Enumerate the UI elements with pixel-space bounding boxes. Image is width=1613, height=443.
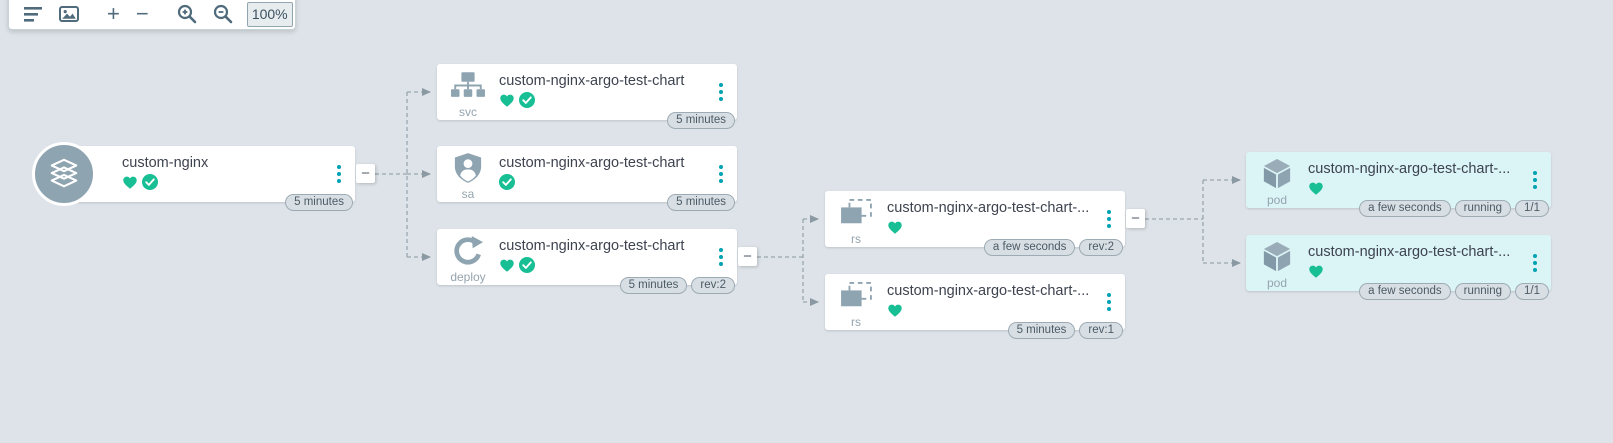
age-badge: 5 minutes <box>667 112 735 129</box>
node-menu-button[interactable] <box>715 244 727 270</box>
magnifier-plus-icon <box>177 4 197 24</box>
service-icon <box>451 72 485 104</box>
collapse-button[interactable]: − <box>1126 209 1145 228</box>
node-pod-2[interactable]: pod custom-nginx-argo-test-chart-... a f… <box>1246 235 1551 300</box>
node-menu-button[interactable] <box>1529 167 1541 193</box>
age-badge: 5 minutes <box>619 277 688 294</box>
image-icon <box>59 6 79 22</box>
resource-name: custom-nginx-argo-test-chart <box>499 155 685 171</box>
list-icon <box>24 7 42 22</box>
resource-kind-label: rs <box>851 315 861 329</box>
health-heart-icon <box>1308 264 1324 279</box>
resource-kind-label: sa <box>461 187 475 201</box>
node-replicaset-rev1[interactable]: rs custom-nginx-argo-test-chart-... 5 mi… <box>825 274 1125 339</box>
node-menu-button[interactable] <box>715 79 727 105</box>
pod-icon <box>1262 241 1292 278</box>
pod-icon <box>1262 158 1292 195</box>
node-serviceaccount[interactable]: sa custom-nginx-argo-test-chart 5 minute… <box>437 146 737 211</box>
resource-name: custom-nginx-argo-test-chart-... <box>887 200 1090 216</box>
node-menu-button[interactable] <box>1529 250 1541 276</box>
snapshot-button[interactable] <box>51 1 87 27</box>
zoom-in-button[interactable]: + <box>99 1 128 27</box>
health-heart-icon <box>887 220 903 235</box>
health-heart-icon <box>499 93 515 108</box>
node-application[interactable]: custom-nginx 5 minutes <box>32 142 355 211</box>
age-badge: 5 minutes <box>667 194 735 211</box>
resource-kind-label: pod <box>1266 276 1288 290</box>
health-heart-icon <box>887 303 903 318</box>
resource-kind-label: rs <box>851 232 861 246</box>
magnifier-minus-icon <box>213 4 233 24</box>
resource-name: custom-nginx-argo-test-chart-... <box>1308 161 1511 177</box>
app-layers-icon <box>32 142 96 206</box>
fit-zoom-out-button[interactable] <box>205 1 241 27</box>
health-heart-icon <box>499 258 515 273</box>
node-menu-button[interactable] <box>1103 289 1115 315</box>
health-heart-icon <box>122 175 138 190</box>
resource-kind-label: deploy <box>450 270 486 284</box>
status-badge: running <box>1454 200 1511 217</box>
plus-icon: + <box>107 1 120 26</box>
node-deployment[interactable]: deploy custom-nginx-argo-test-chart 5 mi… <box>437 229 737 294</box>
zoom-out-button[interactable]: − <box>128 1 157 27</box>
revision-badge: rev:1 <box>1079 322 1123 339</box>
status-badge: running <box>1454 283 1511 300</box>
revision-badge: rev:2 <box>1079 239 1123 256</box>
replicaset-icon <box>840 281 872 315</box>
revision-badge: rev:2 <box>691 277 735 294</box>
resource-name: custom-nginx-argo-test-chart <box>499 73 685 89</box>
serviceaccount-icon <box>454 152 482 188</box>
resource-kind-label: pod <box>1266 193 1288 207</box>
node-menu-button[interactable] <box>333 161 345 187</box>
collapse-button[interactable]: − <box>738 247 757 266</box>
age-badge: 5 minutes <box>285 194 353 211</box>
deployment-icon <box>453 235 483 271</box>
resource-name: custom-nginx <box>122 155 209 171</box>
sync-check-icon <box>519 92 535 108</box>
node-menu-button[interactable] <box>715 161 727 187</box>
node-service[interactable]: svc custom-nginx-argo-test-chart 5 minut… <box>437 64 737 129</box>
replicas-badge: 1/1 <box>1515 283 1549 300</box>
collapse-button[interactable]: − <box>356 164 375 183</box>
health-heart-icon <box>1308 181 1324 196</box>
minus-icon: − <box>135 1 149 26</box>
age-badge: a few seconds <box>1359 200 1451 217</box>
sync-check-icon <box>499 174 515 190</box>
sync-check-icon <box>519 257 535 273</box>
age-badge: a few seconds <box>1359 283 1451 300</box>
replicaset-icon <box>840 198 872 232</box>
replicas-badge: 1/1 <box>1515 200 1549 217</box>
resource-name: custom-nginx-argo-test-chart-... <box>1308 244 1511 260</box>
node-replicaset-rev2[interactable]: rs custom-nginx-argo-test-chart-... a fe… <box>825 191 1125 256</box>
age-badge: 5 minutes <box>1007 322 1076 339</box>
list-view-button[interactable] <box>15 1 51 27</box>
node-pod-1[interactable]: pod custom-nginx-argo-test-chart-... a f… <box>1246 152 1551 217</box>
fit-zoom-in-button[interactable] <box>169 1 205 27</box>
age-badge: a few seconds <box>983 239 1076 256</box>
resource-name: custom-nginx-argo-test-chart <box>499 238 685 254</box>
sync-check-icon <box>142 174 158 190</box>
zoom-percentage-input[interactable] <box>246 1 293 27</box>
graph-toolbar: + − <box>8 0 296 30</box>
resource-kind-label: svc <box>459 105 477 119</box>
resource-name: custom-nginx-argo-test-chart-... <box>887 283 1090 299</box>
node-menu-button[interactable] <box>1103 206 1115 232</box>
